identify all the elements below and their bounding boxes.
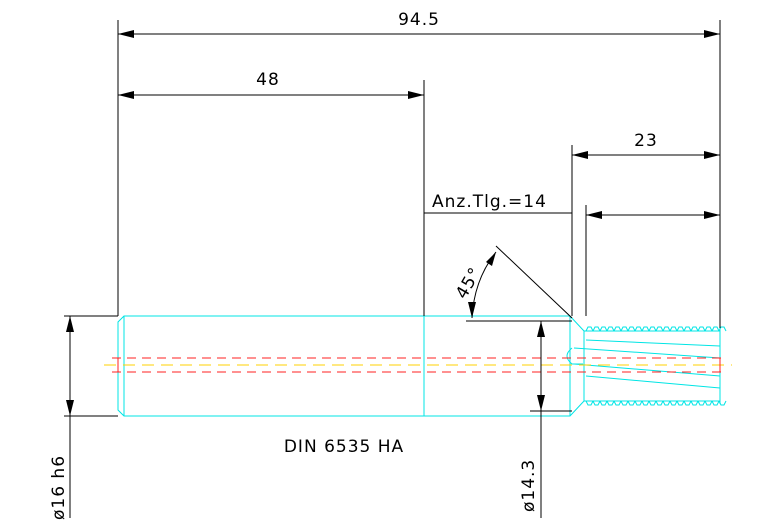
- dim-chamfer-angle: 45°: [452, 245, 573, 319]
- thread-length-label: 23: [634, 131, 658, 151]
- dim-thread-length: 23: [572, 131, 720, 159]
- overall-length-label: 94.5: [398, 10, 440, 30]
- teeth-count-label: Anz.Tlg.=14: [432, 192, 547, 212]
- shank-diameter-label: ø16 h6: [49, 455, 69, 520]
- dim-teeth-count: Anz.Tlg.=14: [424, 192, 720, 219]
- center-axis: [104, 357, 732, 373]
- thread-teeth-bottom: [585, 400, 727, 406]
- shank-outline: [117, 315, 425, 417]
- dim-shank-diameter: ø16 h6: [49, 316, 74, 520]
- thread-section: [573, 326, 727, 406]
- dim-overall-length: 94.5: [118, 10, 720, 38]
- neck-outline: [424, 315, 585, 417]
- tool-outline: [117, 315, 727, 417]
- shank-length-label: 48: [256, 70, 280, 90]
- neck-diameter-label: ø14.3: [519, 459, 539, 512]
- standard-label: DIN 6535 HA: [284, 437, 404, 457]
- transition-outline: [566, 331, 585, 401]
- extension-lines: [64, 20, 721, 417]
- dim-neck-diameter: ø14.3: [519, 321, 545, 518]
- chamfer-angle-label: 45°: [452, 264, 486, 303]
- thread-teeth-top: [585, 326, 727, 332]
- dim-shank-length: 48: [118, 70, 424, 99]
